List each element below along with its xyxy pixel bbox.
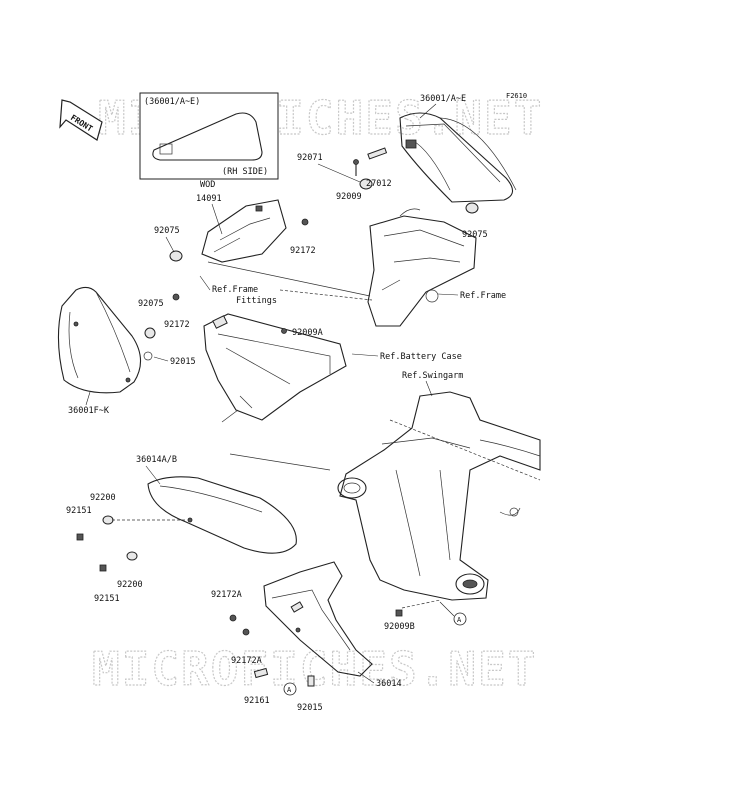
inset-note: (RH SIDE) bbox=[222, 167, 268, 177]
marker-a-right: A bbox=[439, 601, 467, 626]
label-92009b: 92009B bbox=[384, 622, 415, 632]
label-36014: 36014 bbox=[376, 679, 402, 689]
bolt-92172a-top bbox=[229, 614, 237, 622]
frame-reference bbox=[367, 208, 477, 327]
bolt-92009b bbox=[395, 609, 403, 617]
label-92172a-bot: 92172A bbox=[231, 656, 262, 666]
washer-92200-bot bbox=[126, 551, 138, 561]
grommet-92075-mid bbox=[144, 327, 156, 339]
label-wod: WOD bbox=[200, 180, 215, 190]
label-92075-right: 92075 bbox=[462, 230, 488, 240]
label-ref-frame-fittings-1: Ref.Frame bbox=[212, 285, 258, 295]
label-ref-frame: Ref.Frame bbox=[460, 291, 506, 301]
bolt-92151-top bbox=[76, 533, 84, 541]
label-ref-battery-case: Ref.Battery Case bbox=[380, 352, 462, 362]
label-92075-left: 92075 bbox=[154, 226, 180, 236]
pad-92161 bbox=[253, 667, 269, 679]
label-36001f-k: 36001F~K bbox=[68, 406, 110, 416]
marker-a-left: A bbox=[283, 682, 297, 696]
chain-guard-upper bbox=[147, 453, 331, 554]
washer-92200-top bbox=[102, 515, 114, 525]
label-92009: 92009 bbox=[336, 192, 362, 202]
label-92200-bot: 92200 bbox=[117, 580, 143, 590]
marker-a-left-label: A bbox=[287, 686, 292, 694]
label-92015-bot: 92015 bbox=[297, 703, 323, 713]
label-36014a-b: 36014A/B bbox=[136, 455, 177, 465]
front-arrow-icon: FRONT bbox=[59, 99, 103, 141]
chain-guard-lower bbox=[263, 561, 373, 677]
label-92151-top: 92151 bbox=[66, 506, 92, 516]
label-92172-top: 92172 bbox=[290, 246, 316, 256]
side-cover-right bbox=[399, 112, 517, 203]
clip-92015-top bbox=[143, 351, 153, 361]
side-cover-left bbox=[57, 286, 142, 394]
label-27012: 27012 bbox=[366, 179, 392, 189]
inset-part-label: (36001/A~E) bbox=[144, 97, 200, 107]
bolt-92009 bbox=[353, 159, 359, 176]
battery-case-tray bbox=[203, 313, 347, 421]
swingarm-reference bbox=[337, 391, 541, 601]
bolt-92172-top bbox=[301, 218, 309, 226]
label-36001-a-e: 36001/A~E bbox=[420, 94, 466, 104]
grommet-92071 bbox=[359, 178, 373, 190]
label-92172a-top: 92172A bbox=[211, 590, 242, 600]
bracket-14091 bbox=[201, 199, 287, 263]
label-ref-swingarm: Ref.Swingarm bbox=[402, 371, 463, 381]
label-92075-mid: 92075 bbox=[138, 299, 164, 309]
label-92161: 92161 bbox=[244, 696, 270, 706]
label-92151-bot: 92151 bbox=[94, 594, 120, 604]
inset-rh-side: (36001/A~E) (RH SIDE) bbox=[139, 92, 279, 180]
label-92200-top: 92200 bbox=[90, 493, 116, 503]
marker-a-right-label: A bbox=[457, 616, 462, 624]
collar-27012 bbox=[367, 147, 388, 160]
clip-92015-bot bbox=[307, 675, 315, 687]
label-92015-top: 92015 bbox=[170, 357, 196, 367]
label-92071: 92071 bbox=[297, 153, 323, 163]
bolt-92172-mid bbox=[172, 293, 180, 301]
grommet-92075-right bbox=[465, 202, 479, 214]
label-ref-frame-fittings-2: Fittings bbox=[236, 296, 277, 306]
bolt-92151-bot bbox=[99, 564, 107, 572]
bolt-92172a-bot bbox=[242, 628, 250, 636]
diagram-code: F2610 bbox=[506, 92, 527, 100]
watermark-bottom: MICROFICHES.NET bbox=[92, 642, 537, 696]
grommet-92075-left bbox=[169, 250, 183, 262]
label-92009a: 92009A bbox=[292, 328, 323, 338]
label-92172-mid: 92172 bbox=[164, 320, 190, 330]
label-14091: 14091 bbox=[196, 194, 222, 204]
